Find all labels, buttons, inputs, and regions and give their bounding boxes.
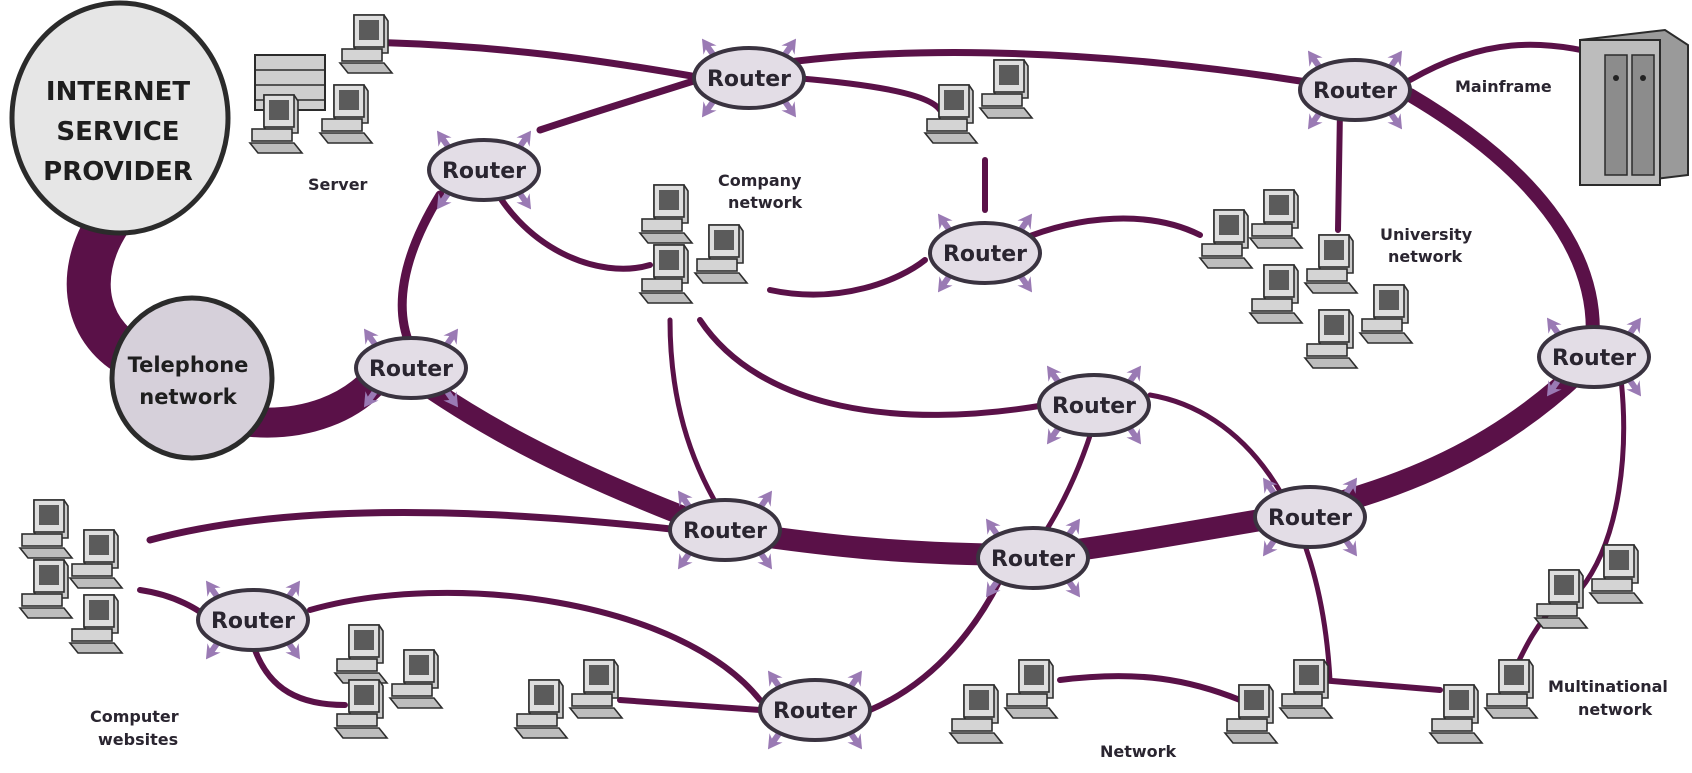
multinational-network-label-line2: network — [1578, 700, 1653, 719]
company-network-label-line1: Company — [718, 171, 802, 190]
router-ellipse — [1298, 58, 1412, 122]
router-node: Router — [976, 514, 1090, 602]
computer-icon — [949, 684, 1003, 744]
router-label: Router — [943, 242, 1027, 267]
router-ellipse — [427, 138, 541, 202]
computer-icon — [339, 14, 393, 74]
router-ellipse — [196, 588, 310, 652]
computer-icon — [1249, 189, 1303, 249]
router-ellipse — [976, 526, 1090, 590]
telephone-node: Telephone network — [109, 295, 275, 461]
router-ellipse — [1537, 325, 1651, 389]
computer-icon — [639, 244, 693, 304]
computer-icon — [514, 679, 568, 739]
router-label: Router — [1313, 79, 1397, 104]
computer-icon — [319, 84, 373, 144]
computer-icon — [334, 679, 388, 739]
router-label: Router — [1052, 394, 1136, 419]
computer-icon — [1589, 544, 1643, 604]
router-label: Router — [369, 357, 453, 382]
network-label: Network — [1100, 742, 1177, 761]
computer-icon — [1304, 234, 1358, 294]
computer-icon — [19, 559, 73, 619]
computer-icon — [569, 659, 623, 719]
labels-layer: Server Company network Mainframe Univers… — [90, 77, 1668, 761]
computer-websites-label-line2: websites — [98, 730, 178, 749]
computer-icon — [1224, 684, 1278, 744]
company-network-label-line2: network — [728, 193, 803, 212]
computer-icon — [639, 184, 693, 244]
routers-layer: RouterRouterRouterRouterRouterRouterRout… — [196, 34, 1651, 754]
router-node: Router — [427, 126, 541, 214]
router-node: Router — [1298, 46, 1412, 134]
computer-icon — [1359, 284, 1413, 344]
computer-icon — [1304, 309, 1358, 369]
router-node: Router — [354, 324, 468, 412]
university-network-label-line1: University — [1380, 225, 1473, 244]
telephone-label-line2: network — [139, 385, 237, 409]
router-node: Router — [692, 34, 806, 122]
computer-icon — [334, 624, 388, 684]
router-label: Router — [707, 67, 791, 92]
router-node: Router — [1253, 473, 1367, 561]
router-label: Router — [1268, 506, 1352, 531]
telephone-label-line1: Telephone — [128, 353, 249, 377]
router-node: Router — [928, 209, 1042, 297]
server-label: Server — [308, 175, 368, 194]
router-node: Router — [668, 486, 782, 574]
computer-icon — [694, 224, 748, 284]
computer-icon — [69, 529, 123, 589]
router-ellipse — [1037, 373, 1151, 437]
computer-icon — [979, 59, 1033, 119]
router-ellipse — [928, 221, 1042, 285]
computer-websites-label-line1: Computer — [90, 707, 179, 726]
router-label: Router — [211, 609, 295, 634]
router-node: Router — [758, 666, 872, 754]
computer-icon — [1004, 659, 1058, 719]
computer-icon — [1484, 659, 1538, 719]
link-router-right-top — [1403, 88, 1600, 367]
computer-icon — [389, 649, 443, 709]
computer-icon — [1249, 264, 1303, 324]
mainframe-icon — [1579, 28, 1689, 187]
computer-icon — [69, 594, 123, 654]
router-node: Router — [1037, 361, 1151, 449]
router-node: Router — [196, 576, 310, 664]
router-label: Router — [991, 547, 1075, 572]
university-network-label-line2: network — [1388, 247, 1463, 266]
computer-icon — [1279, 659, 1333, 719]
router-ellipse — [692, 46, 806, 110]
router-label: Router — [1552, 346, 1636, 371]
computer-icon — [19, 499, 73, 559]
computer-icon — [924, 84, 978, 144]
computer-icon — [1199, 209, 1253, 269]
computer-icon — [1534, 569, 1588, 629]
multinational-network-label-line1: Multinational — [1548, 677, 1668, 696]
router-label: Router — [442, 159, 526, 184]
router-label: Router — [773, 699, 857, 724]
links-layer — [66, 38, 1627, 713]
mainframe-label: Mainframe — [1455, 77, 1552, 96]
router-ellipse — [1253, 485, 1367, 549]
router-ellipse — [354, 336, 468, 400]
computer-icon — [1429, 684, 1483, 744]
isp-label-line1: INTERNET — [46, 77, 190, 107]
router-ellipse — [668, 498, 782, 562]
router-node: Router — [1537, 313, 1651, 401]
router-label: Router — [683, 519, 767, 544]
isp-node: INTERNET SERVICE PROVIDER — [9, 0, 231, 236]
isp-label-line2: SERVICE — [56, 117, 179, 147]
isp-label-line3: PROVIDER — [43, 157, 193, 187]
router-ellipse — [758, 678, 872, 742]
